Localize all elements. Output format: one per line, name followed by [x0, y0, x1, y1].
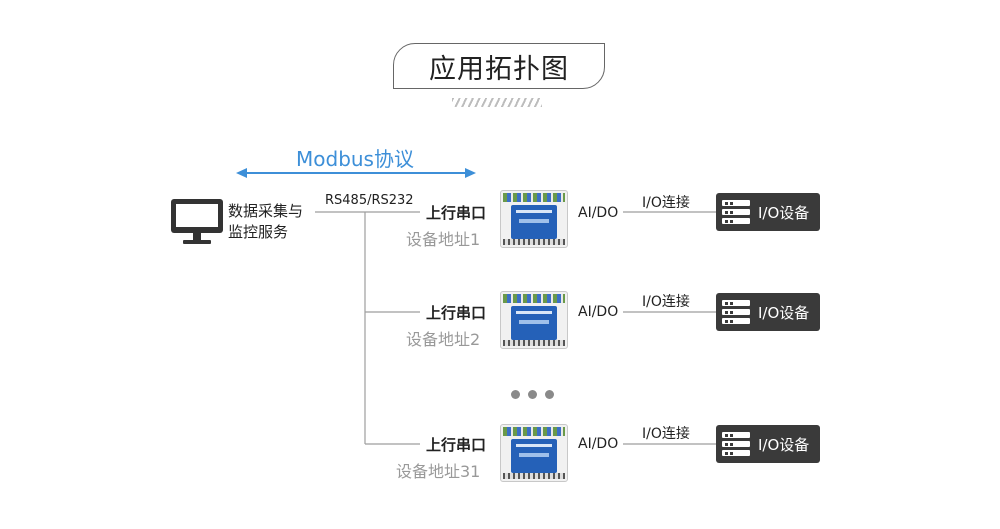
port-label-1: AI/DO	[578, 205, 619, 221]
io-module-1	[500, 190, 568, 248]
server-rack-icon	[722, 432, 750, 456]
io-device-label-1: I/O设备	[758, 203, 810, 222]
more-devices-ellipsis	[511, 384, 562, 403]
host-label-line2: 监控服务	[228, 223, 289, 241]
io-device-1: I/O设备	[716, 193, 820, 231]
bus-label: RS485/RS232	[325, 193, 414, 208]
uplink-label-1: 上行串口	[426, 204, 487, 222]
title-decoration	[452, 98, 542, 107]
uplink-label-3: 上行串口	[426, 436, 487, 454]
uplink-label-2: 上行串口	[426, 304, 487, 322]
io-link-label-1: I/O连接	[642, 195, 690, 211]
device-address-3: 设备地址31	[396, 462, 481, 481]
protocol-label: Modbus协议	[296, 147, 414, 171]
io-module-3	[500, 424, 568, 482]
port-label-3: AI/DO	[578, 436, 619, 452]
io-device-label-3: I/O设备	[758, 435, 810, 454]
io-link-label-2: I/O连接	[642, 294, 690, 310]
host-label: 数据采集与 监控服务	[228, 201, 303, 243]
io-link-label-3: I/O连接	[642, 426, 690, 442]
server-rack-icon	[722, 200, 750, 224]
device-address-2: 设备地址2	[406, 330, 481, 349]
protocol-arrow	[236, 168, 476, 178]
device-address-1: 设备地址1	[406, 230, 481, 249]
server-rack-icon	[722, 300, 750, 324]
io-device-label-2: I/O设备	[758, 303, 810, 322]
host-label-line1: 数据采集与	[228, 202, 304, 220]
io-device-3: I/O设备	[716, 425, 820, 463]
io-module-2	[500, 291, 568, 349]
port-label-2: AI/DO	[578, 304, 619, 320]
io-device-2: I/O设备	[716, 293, 820, 331]
monitor-icon	[171, 199, 223, 244]
diagram-title: 应用拓扑图	[393, 43, 605, 89]
